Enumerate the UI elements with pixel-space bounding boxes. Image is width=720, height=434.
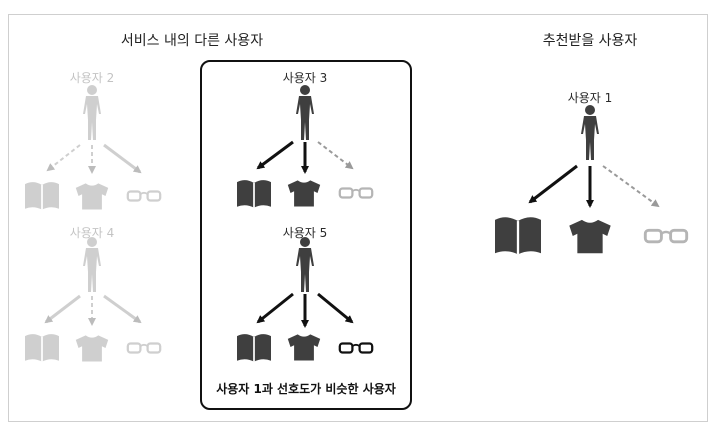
arrow-user3-glasses: [317, 141, 354, 170]
user3-label: 사용자 3: [282, 71, 328, 85]
diagram-frame: [8, 14, 708, 422]
arrow-user3-book: [256, 140, 294, 170]
arrow-user5-glasses: [317, 292, 354, 324]
others-section-title: 서비스 내의 다른 사용자: [120, 33, 264, 49]
book-icon: [495, 217, 541, 255]
tshirt-icon: [569, 219, 611, 254]
user1-label: 사용자 1: [567, 91, 613, 105]
user4-label: 사용자 4: [69, 226, 115, 240]
arrow-user1-book: [528, 164, 578, 204]
target-section-title: 추천받을 사용자: [542, 33, 638, 49]
person-icon: [581, 105, 599, 160]
user5-label: 사용자 5: [282, 226, 328, 240]
similar-users-caption: 사용자 1과 선호도가 비슷한 사용자: [216, 382, 396, 396]
glasses-icon: [643, 228, 689, 244]
arrow-user1-glasses: [602, 165, 660, 208]
user2-label: 사용자 2: [69, 71, 115, 85]
arrow-user5-book: [256, 292, 294, 324]
